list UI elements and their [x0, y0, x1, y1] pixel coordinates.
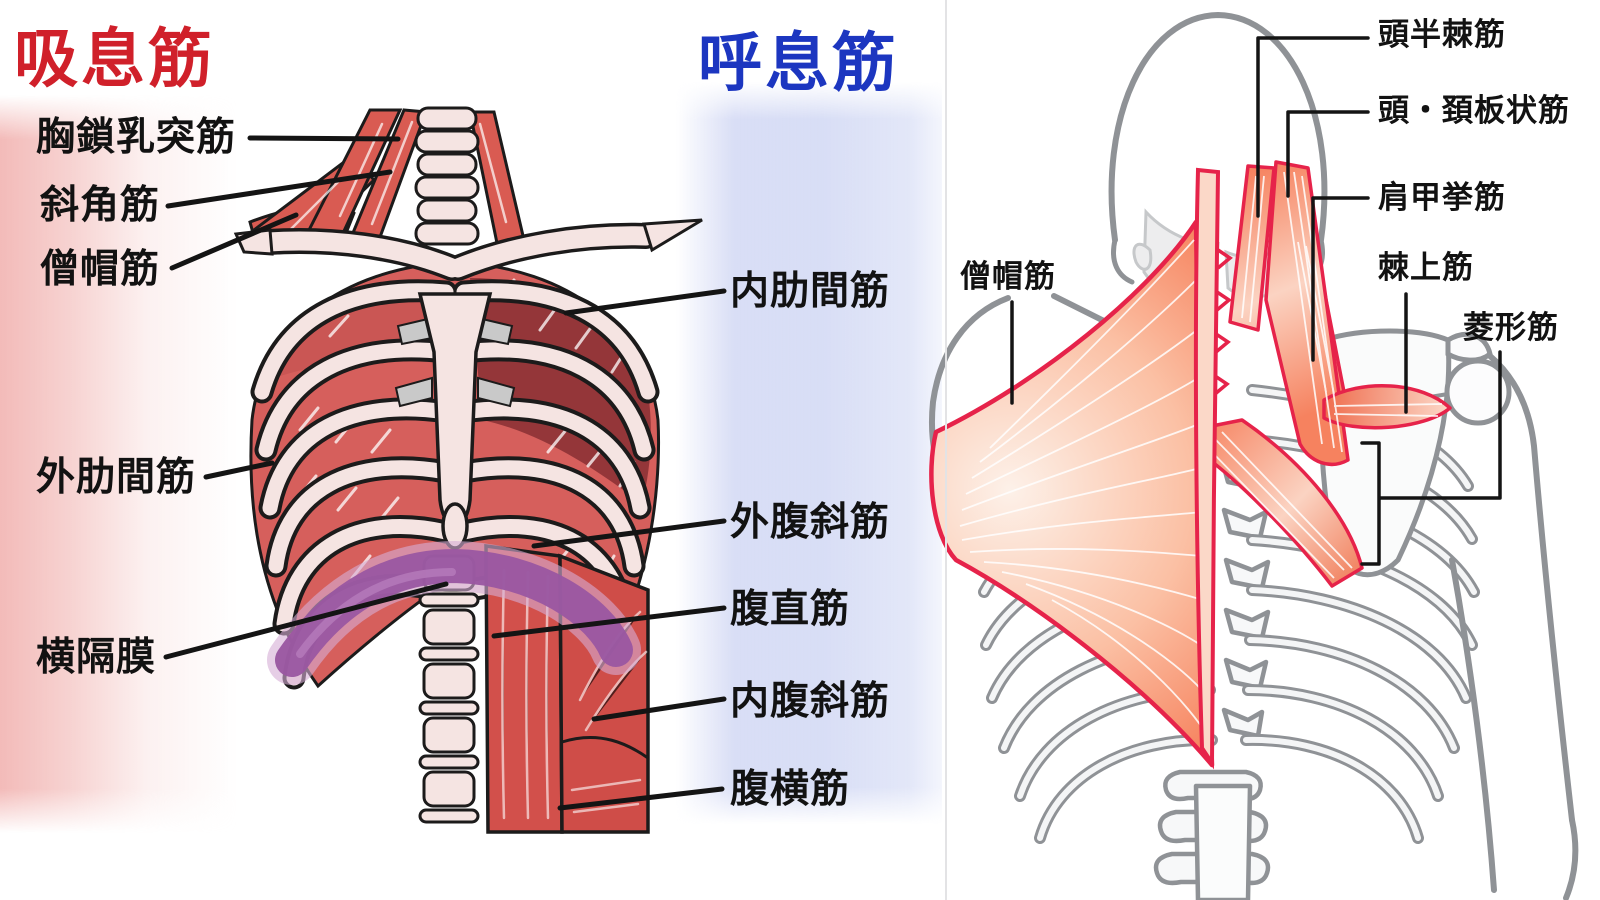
humeral-head [1444, 358, 1512, 426]
label-external-intercostal: 外肋間筋 [36, 455, 197, 500]
deep-back-muscles [1200, 160, 1452, 588]
costal-cartilage [394, 316, 516, 408]
label-semispinalis-capitis: 頭半棘筋 [1378, 17, 1506, 53]
expiratory-muscles-title: 呼息筋 [698, 27, 899, 101]
trapezius-spine-ridge [1193, 167, 1221, 770]
leader-lines-left-panel [163, 135, 727, 811]
inspiratory-muscles-title: 吸息筋 [14, 23, 215, 97]
rhomboid-muscle [1200, 418, 1364, 588]
leader-trapezius-front [169, 212, 299, 271]
label-rectus-abdominis: 腹直筋 [730, 587, 851, 632]
trapezius-back-muscle [929, 167, 1233, 770]
label-transversus-abdominis: 腹横筋 [730, 767, 851, 812]
label-internal-oblique: 内腹斜筋 [730, 679, 891, 724]
supraspinatus-muscle [1322, 384, 1452, 430]
right-arm-outline [1449, 353, 1579, 900]
label-trapezius-front: 僧帽筋 [40, 247, 161, 292]
front-thorax-illustration [163, 106, 727, 834]
lumbar-vertebrae [1153, 769, 1271, 900]
leader-sternocleidomastoid [247, 135, 401, 142]
panel-separator [945, 0, 947, 900]
leader-scalene [165, 169, 393, 209]
leader-splenius [1286, 110, 1370, 198]
label-splenius: 頭・頚板状筋 [1378, 93, 1570, 129]
lumbar-spine [418, 554, 480, 824]
leader-lines-right-panel [1010, 36, 1502, 566]
leader-levator-scapulae [1311, 196, 1370, 362]
leader-external-intercostal [203, 460, 275, 480]
leader-diaphragm [163, 581, 449, 660]
cervical-spine [414, 106, 480, 246]
label-external-oblique: 外腹斜筋 [730, 500, 891, 545]
label-sternocleidomastoid: 胸鎖乳突筋 [36, 115, 237, 160]
label-trapezius-back: 僧帽筋 [960, 259, 1056, 295]
label-levator-scapulae: 肩甲挙筋 [1378, 180, 1506, 216]
leader-rectus-abdominis [491, 605, 727, 639]
leader-external-oblique [531, 518, 727, 549]
label-scalene: 斜角筋 [40, 183, 161, 228]
clavicle-bones [233, 218, 703, 281]
label-internal-intercostal: 内肋間筋 [730, 269, 891, 314]
rhomboid-bracket [1360, 441, 1381, 566]
leader-internal-oblique [591, 696, 727, 722]
label-rhomboid: 菱形筋 [1463, 310, 1559, 346]
back-view-illustration [928, 11, 1579, 900]
leader-rhomboid [1378, 350, 1502, 500]
leader-semispinalis [1256, 36, 1370, 218]
leader-transversus [557, 786, 725, 811]
semispinalis-capitis-muscle [1228, 164, 1276, 332]
splenius-muscle [1264, 160, 1350, 466]
sternum-bone [417, 292, 493, 550]
label-supraspinatus: 棘上筋 [1378, 250, 1474, 286]
label-diaphragm: 横隔膜 [36, 635, 157, 680]
leader-internal-intercostal [563, 288, 727, 316]
